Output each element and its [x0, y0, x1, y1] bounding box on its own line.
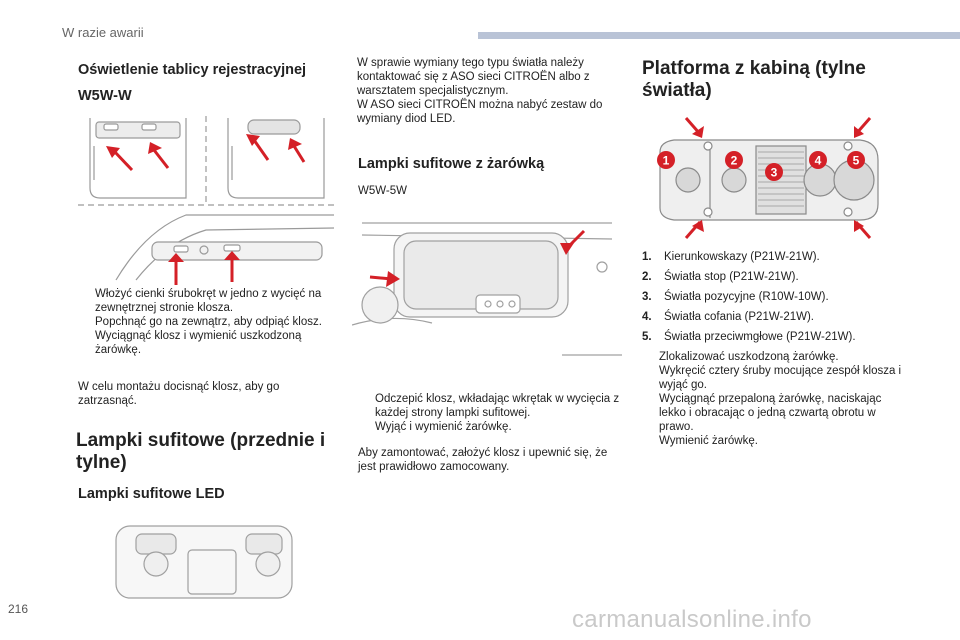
list-item: Wymienić żarówkę.: [659, 435, 758, 447]
list-item: 4.Światła cofania (P21W-21W).: [642, 311, 814, 323]
list-item: 2.Światła stop (P21W-21W).: [642, 271, 799, 283]
bulb-lamps-title: Lampki sufitowe z żarówką: [358, 156, 545, 172]
list-item: Wyciągnąć klosz i wymienić uszkodzoną ża…: [95, 330, 302, 356]
bulb-lamps-steps: Odczepić klosz, wkładając wkrętak w wyci…: [358, 392, 620, 434]
ceiling-lamp-illustration: [352, 222, 622, 356]
plate-note: W celu montażu docisnąć klosz, aby go za…: [78, 381, 280, 407]
bulb-lamps-note: Aby zamontować, założyć klosz i upewnić …: [358, 447, 608, 473]
diagram-label-2: 2: [731, 154, 738, 168]
plate-bulb-type: W5W-W: [78, 88, 132, 104]
section-title: W razie awarii: [62, 25, 144, 40]
list-item: Wykręcić cztery śruby mocujące zespół kl…: [659, 365, 902, 391]
ceiling-lights-title: Lampki sufitowe (przednie i tylne): [76, 430, 326, 473]
list-item: Wyjąć i wymienić żarówkę.: [375, 421, 512, 433]
list-item: Zlokalizować uszkodzoną żarówkę.: [659, 351, 839, 363]
watermark: carmanualsonline.info: [572, 606, 812, 633]
bulb-list: 1.Kierunkowskazy (P21W-21W). 2.Światła s…: [642, 250, 902, 350]
list-item: 3.Światła pozycyjne (R10W-10W).: [642, 291, 829, 303]
diagram-label-3: 3: [771, 166, 778, 180]
diagram-label-5: 5: [853, 154, 860, 168]
plate-light-title: Oświetlenie tablicy rejestracyjnej: [78, 62, 307, 78]
list-item: Włożyć cienki śrubokręt w jedno z wycięć…: [95, 288, 322, 314]
plate-steps: Włożyć cienki śrubokręt w jedno z wycięć…: [78, 287, 340, 357]
platform-cab-title: Platforma z kabiną (tylne światła): [642, 58, 866, 101]
platform-steps: Zlokalizować uszkodzoną żarówkę. Wykręci…: [642, 350, 904, 448]
list-item: Popchnąć go na zewnątrz, aby odpiąć klos…: [95, 316, 322, 328]
header-bar: [478, 32, 960, 39]
list-item: 1.Kierunkowskazy (P21W-21W).: [642, 251, 820, 263]
bulb-lamps-type: W5W-5W: [358, 185, 407, 197]
rear-light-diagram: 1 2 3 4 5: [657, 117, 879, 239]
diagram-label-1: 1: [663, 154, 670, 168]
led-service-note: W sprawie wymiany tego typu światła nale…: [357, 57, 603, 125]
list-item: Odczepić klosz, wkładając wkrętak w wyci…: [375, 393, 620, 419]
plate-light-illustration: [78, 116, 335, 285]
list-item: 5.Światła przeciwmgłowe (P21W-21W).: [642, 331, 856, 343]
list-item: Wyciągnąć przepaloną żarówkę, naciskając…: [659, 393, 882, 433]
page-number: 216: [8, 602, 29, 616]
diagram-label-4: 4: [815, 154, 822, 168]
led-ceiling-light-illustration: [115, 525, 293, 599]
led-lights-title: Lampki sufitowe LED: [78, 486, 225, 502]
